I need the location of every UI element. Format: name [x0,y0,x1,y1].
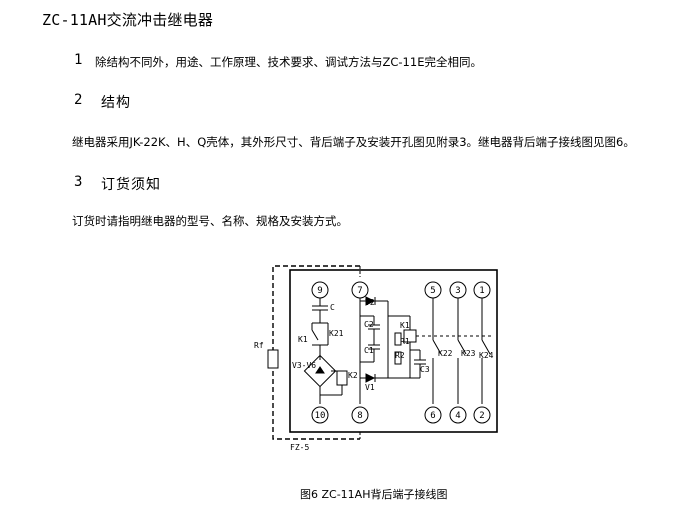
section-3-title: 订货须知 [101,177,161,193]
rectifier-bridge-v3v6 [303,354,337,388]
section-1-text: 除结构不同外，用途、工作原理、技术要求、调试方法与ZC-11E完全相同。 [95,55,482,69]
k21-label: K21 [329,329,344,338]
section-1-number: 1 [74,52,83,68]
r1-label: R1 [400,337,410,346]
terminal-10 [311,406,329,424]
k23-label: K23 [461,349,476,358]
relay-body [289,269,498,433]
terminal-9-label: 9 [317,286,322,296]
contact-k23 [457,339,467,355]
terminal-7-label: 7 [357,286,362,296]
terminal-1 [473,281,491,299]
terminal-3-label: 3 [455,286,460,296]
c2-label: C2 [364,320,374,329]
diode-v2 [365,296,376,306]
rf-label: Rf [254,341,264,350]
terminal-2-label: 2 [479,411,484,421]
k22-label: K22 [438,349,453,358]
page-title: ZC-11AH交流冲击继电器 [42,11,214,29]
contact-k22 [432,339,442,355]
fz5-label: FZ-5 [290,443,309,452]
contact-k21 [311,329,319,341]
section-2-title: 结构 [101,95,131,111]
terminal-3 [449,281,467,299]
terminal-4-label: 4 [455,411,460,421]
c-label: C [330,303,335,312]
diode-v1 [365,373,376,383]
resistor-r1 [394,332,402,346]
section-2-text: 继电器采用JK-22K、H、Q壳体，其外形尺寸、背后端子及安装开孔图见附录3。继… [72,135,635,149]
terminal-8-label: 8 [357,411,362,421]
k1-label: K1 [298,335,308,344]
terminal-9 [311,281,329,299]
c1-label: C1 [364,346,374,355]
section-3-number: 3 [74,174,83,190]
coil-k2 [336,370,348,386]
terminal-5 [424,281,442,299]
v1-label: V1 [365,383,375,392]
terminal-6 [424,406,442,424]
terminal-8 [351,406,369,424]
terminal-1-label: 1 [479,286,484,296]
r2-label: R2 [395,351,405,360]
k24-label: K24 [479,351,494,360]
terminal-10-label: 10 [315,411,326,421]
v2-label: V2 [365,298,375,307]
terminal-7 [351,281,369,299]
section-2-number: 2 [74,92,83,108]
fz5-dashed-box [272,265,360,440]
contact-k24 [481,339,491,355]
terminal-2 [473,406,491,424]
c3-label: C3 [420,365,430,374]
section-3-text: 订货时请指明继电器的型号、名称、规格及安装方式。 [72,214,348,228]
rf-resistor [267,349,279,369]
resistor-r2 [394,351,402,365]
figure-caption: 图6 ZC-11AH背后端子接线图 [300,488,448,501]
terminal-5-label: 5 [430,286,435,296]
terminal-4 [449,406,467,424]
terminal-6-label: 6 [430,411,435,421]
k2-label: K2 [348,371,358,380]
v3v6-label: V3-V6 [292,361,316,370]
k1b-label: K1 [400,321,410,330]
